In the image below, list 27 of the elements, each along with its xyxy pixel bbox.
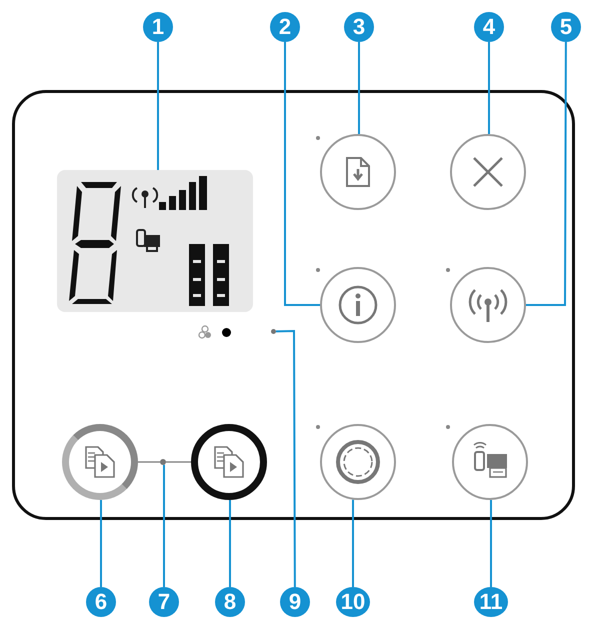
leader-line [100,500,102,587]
leader-line [229,500,231,587]
callout-number: 2 [270,12,300,42]
callout-number: 6 [86,587,116,617]
leader-line [284,42,320,306]
callout-number: 1 [143,12,173,42]
callout-number: 4 [474,12,504,42]
leader-line [163,464,165,587]
callout-number: 5 [551,12,581,42]
leader-line [352,500,354,587]
leader-line [490,500,492,587]
callout-number: 3 [344,12,374,42]
leader-line [488,42,490,134]
callout-number: 8 [215,587,245,617]
callout-number: 7 [149,587,179,617]
leader-line [157,42,159,170]
leader-line [526,42,567,306]
lcd-display [57,170,253,312]
leader-line [276,330,296,587]
connector-line [166,461,191,463]
callout-number: 11 [474,587,508,617]
callout-number: 9 [280,587,310,617]
connector-line [138,461,160,463]
indicator-light [271,329,276,334]
indicator-light [160,459,166,465]
callout-number: 10 [336,587,370,617]
leader-line [358,42,360,134]
